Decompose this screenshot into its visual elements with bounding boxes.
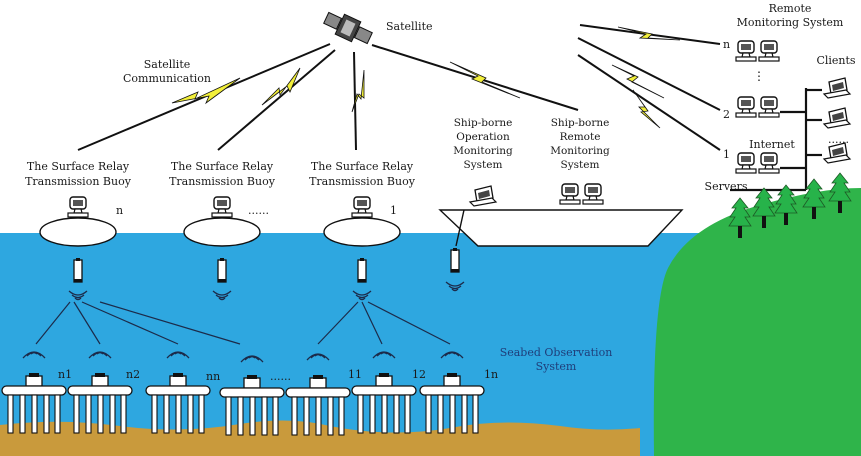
computer-icon <box>582 183 604 205</box>
seabed-label-2: System <box>536 360 577 373</box>
satellite-links <box>77 24 721 151</box>
computer-icon <box>211 196 233 218</box>
station-label-dots: ...... <box>270 370 291 383</box>
computer-icon <box>735 152 757 174</box>
buoy-mid-title-1: The Surface Relay <box>171 160 274 173</box>
svg-text:⋮: ⋮ <box>753 69 765 83</box>
station-label-nn: nn <box>206 370 220 383</box>
station-label-1n: 1n <box>484 368 498 381</box>
server-2-label: 2 <box>723 108 730 121</box>
ship-remote-3: Monitoring <box>550 145 610 157</box>
server-1-label: 1 <box>723 148 730 161</box>
network-lines <box>730 88 822 192</box>
satellite-comm-label-1: Satellite <box>144 58 191 71</box>
ship-remote-4: System <box>561 159 600 171</box>
remote-monitoring-label-2: Monitoring System <box>737 16 844 29</box>
server-computers: ⋮ <box>735 40 780 174</box>
laptop-icon <box>823 107 851 129</box>
buoy-1-title-1: The Surface Relay <box>311 160 414 173</box>
station-label-12: 12 <box>412 368 426 381</box>
ship-operation-4: System <box>464 159 503 171</box>
buoy-n-title-1: The Surface Relay <box>27 160 130 173</box>
seabed-label-1: Seabed Observation <box>500 346 613 359</box>
server-n-label: n <box>723 38 730 51</box>
computer-icon <box>758 96 780 118</box>
buoy-1-index: 1 <box>390 204 397 217</box>
station-label-11: 11 <box>348 368 362 381</box>
computer-icon <box>735 96 757 118</box>
sensor-icon <box>73 257 83 283</box>
station-label-n1: n1 <box>58 368 72 381</box>
buoy-mid-title-2: Transmission Buoy <box>169 175 276 188</box>
buoy-1: The Surface Relay Transmission Buoy 1 <box>309 160 416 301</box>
sensor-icon <box>450 247 460 273</box>
sensor-icon <box>357 257 367 283</box>
buoy-dots: ...... <box>248 204 269 217</box>
clients-label: Clients <box>816 54 855 67</box>
internet-label: Internet <box>749 138 795 151</box>
station-label-n2: n2 <box>126 368 140 381</box>
sensor-icon <box>217 257 227 283</box>
acoustic-links <box>35 301 451 345</box>
ship <box>438 183 684 292</box>
computer-icon <box>67 196 89 218</box>
laptop-icon <box>823 142 851 164</box>
buoy-n-index: n <box>116 204 123 217</box>
computer-icon <box>758 40 780 62</box>
buoy-1-title-2: Transmission Buoy <box>309 175 416 188</box>
land-area <box>653 188 861 456</box>
satellite-icon <box>323 11 373 45</box>
buoy-n-title-2: Transmission Buoy <box>25 175 132 188</box>
computer-icon <box>559 183 581 205</box>
ship-operation-3: Monitoring <box>453 145 513 157</box>
laptop-icon <box>469 185 497 207</box>
lightning-bolts <box>171 26 681 129</box>
ship-operation-2: Operation <box>456 131 510 143</box>
satellite-comm-label-2: Communication <box>123 72 211 85</box>
computer-icon <box>351 196 373 218</box>
computer-icon <box>758 152 780 174</box>
computer-icon <box>735 40 757 62</box>
laptop-icon <box>823 77 851 99</box>
buoy-middle: The Surface Relay Transmission Buoy ....… <box>169 160 276 301</box>
buoy-n: The Surface Relay Transmission Buoy n <box>25 160 132 301</box>
ship-operation-1: Ship-borne <box>454 117 513 129</box>
ship-remote-2: Remote <box>560 131 601 143</box>
remote-monitoring-label-1: Remote <box>769 2 812 15</box>
satellite-label: Satellite <box>386 20 433 33</box>
seabed-area <box>0 420 640 456</box>
ship-remote-1: Ship-borne <box>551 117 610 129</box>
